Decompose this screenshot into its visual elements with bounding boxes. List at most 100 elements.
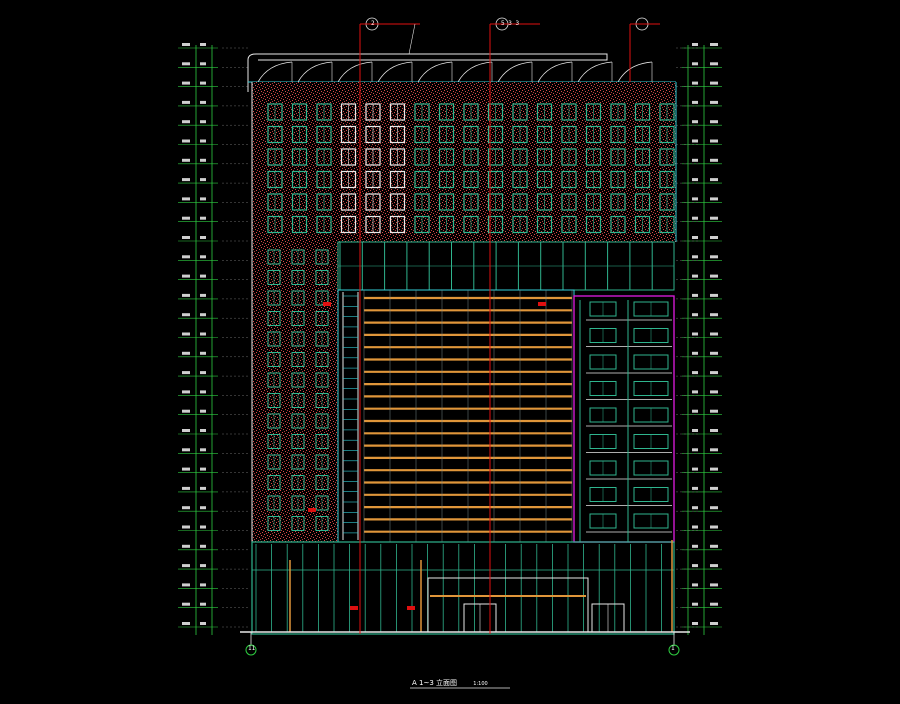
level-ruler-left-text <box>200 139 206 143</box>
level-ruler-right-text <box>692 332 698 336</box>
level-ruler-right-text <box>710 43 718 46</box>
level-ruler-left-text <box>182 139 190 143</box>
level-ruler-right-text <box>710 81 718 85</box>
level-ruler-left-text <box>182 293 190 297</box>
level-ruler-left-text <box>182 525 190 529</box>
level-ruler-right-text <box>710 409 718 413</box>
level-ruler-left-text <box>182 158 190 162</box>
level-ruler-right-text <box>710 371 718 375</box>
level-ruler-left-text <box>200 236 206 239</box>
level-ruler-left-text <box>200 506 206 510</box>
level-ruler-right-text <box>692 313 698 317</box>
level-ruler-right-text <box>710 293 718 297</box>
level-ruler-left-text <box>182 429 190 432</box>
level-ruler-left-text <box>200 409 206 413</box>
level-ruler-right-text <box>710 62 718 66</box>
level-ruler-left-text <box>200 467 206 471</box>
roof-rib <box>377 61 413 83</box>
level-ruler-right-text <box>710 448 718 452</box>
level-ruler-right-text <box>710 216 718 220</box>
callout-arrow <box>408 23 416 55</box>
level-ruler-right-text <box>692 158 698 162</box>
grid-bubble-left <box>245 644 257 656</box>
level-ruler-left-text <box>200 486 206 490</box>
level-ruler-right-text <box>710 390 718 394</box>
level-ruler-right-text <box>710 236 718 239</box>
left-tower-facade <box>252 242 338 542</box>
level-ruler-left-text <box>182 216 190 220</box>
level-ruler-left-text <box>182 197 190 201</box>
level-ruler-left-text <box>182 62 190 66</box>
level-ruler-right-text <box>710 313 718 317</box>
level-ruler-right-text <box>710 120 718 124</box>
level-ruler-left-text <box>182 390 190 394</box>
level-ruler-left-text <box>200 81 206 85</box>
level-ruler-left-text <box>200 371 206 375</box>
level-ruler-right-text <box>710 564 718 568</box>
title-text: 1~3 立面图 <box>419 679 458 687</box>
drawing-title: A 1~3 立面图 1:100 <box>412 678 488 688</box>
level-ruler-left-text <box>200 100 206 104</box>
level-ruler-right-text <box>692 197 698 201</box>
level-ruler-right-text <box>692 564 698 568</box>
marker <box>350 606 358 610</box>
level-ruler-right-text <box>692 236 698 239</box>
level-ruler-right-text <box>692 448 698 452</box>
roof-rib <box>537 61 573 83</box>
level-ruler-left-text <box>182 622 190 625</box>
marker <box>538 302 546 306</box>
level-ruler-right-text <box>692 139 698 143</box>
level-ruler-right-text <box>710 332 718 336</box>
level-ruler-right-text <box>710 178 718 182</box>
level-ruler-right-text <box>710 583 718 587</box>
grid-bubble-right <box>668 644 680 656</box>
level-ruler-left-text <box>182 81 190 85</box>
level-ruler-right-text <box>710 525 718 529</box>
roof-rib <box>497 61 533 83</box>
level-ruler-right-text <box>692 544 698 548</box>
level-ruler-left-text <box>200 62 206 66</box>
level-ruler-right-text <box>692 293 698 297</box>
level-ruler-left-text <box>182 43 190 46</box>
level-ruler-right-text <box>692 506 698 510</box>
level-ruler-left-text <box>182 371 190 375</box>
roof-rib <box>457 61 493 83</box>
level-ruler-right-text <box>692 178 698 182</box>
level-ruler-left-text <box>200 564 206 568</box>
level-ruler-left-text <box>200 525 206 529</box>
level-ruler-left-text <box>182 564 190 568</box>
level-ruler-right-text <box>692 622 698 625</box>
level-ruler-left-text <box>200 274 206 278</box>
level-ruler-left-text <box>200 602 206 606</box>
level-ruler-left-text <box>200 178 206 182</box>
level-ruler-right-text <box>692 43 698 46</box>
level-ruler-left-text <box>200 332 206 336</box>
level-ruler-right-text <box>710 622 718 625</box>
marker <box>308 508 316 512</box>
marker <box>407 606 415 610</box>
callout-2-label: 5 3 3 <box>501 20 520 27</box>
level-ruler-left-text <box>182 486 190 490</box>
level-ruler-left-text <box>200 622 206 625</box>
level-ruler-right-text <box>710 100 718 104</box>
roof-rib <box>257 61 293 83</box>
level-ruler-left-text <box>182 506 190 510</box>
level-ruler-left-text <box>182 274 190 278</box>
level-ruler-right-text <box>692 390 698 394</box>
level-ruler-left-text <box>200 293 206 297</box>
level-ruler-left-text <box>182 409 190 413</box>
level-ruler-right-text <box>710 197 718 201</box>
level-ruler-right-text <box>710 486 718 490</box>
level-ruler-left-text <box>200 351 206 355</box>
level-ruler-right-text <box>692 100 698 104</box>
level-ruler-left-text <box>182 448 190 452</box>
level-ruler-right-text <box>710 351 718 355</box>
level-ruler-left-text <box>200 43 206 46</box>
level-ruler-left-text <box>200 313 206 317</box>
central-block <box>337 289 575 543</box>
level-ruler-right-text <box>710 255 718 259</box>
level-ruler-right-text <box>710 602 718 606</box>
title-scale: 1:100 <box>473 681 488 687</box>
level-ruler-left-text <box>200 197 206 201</box>
